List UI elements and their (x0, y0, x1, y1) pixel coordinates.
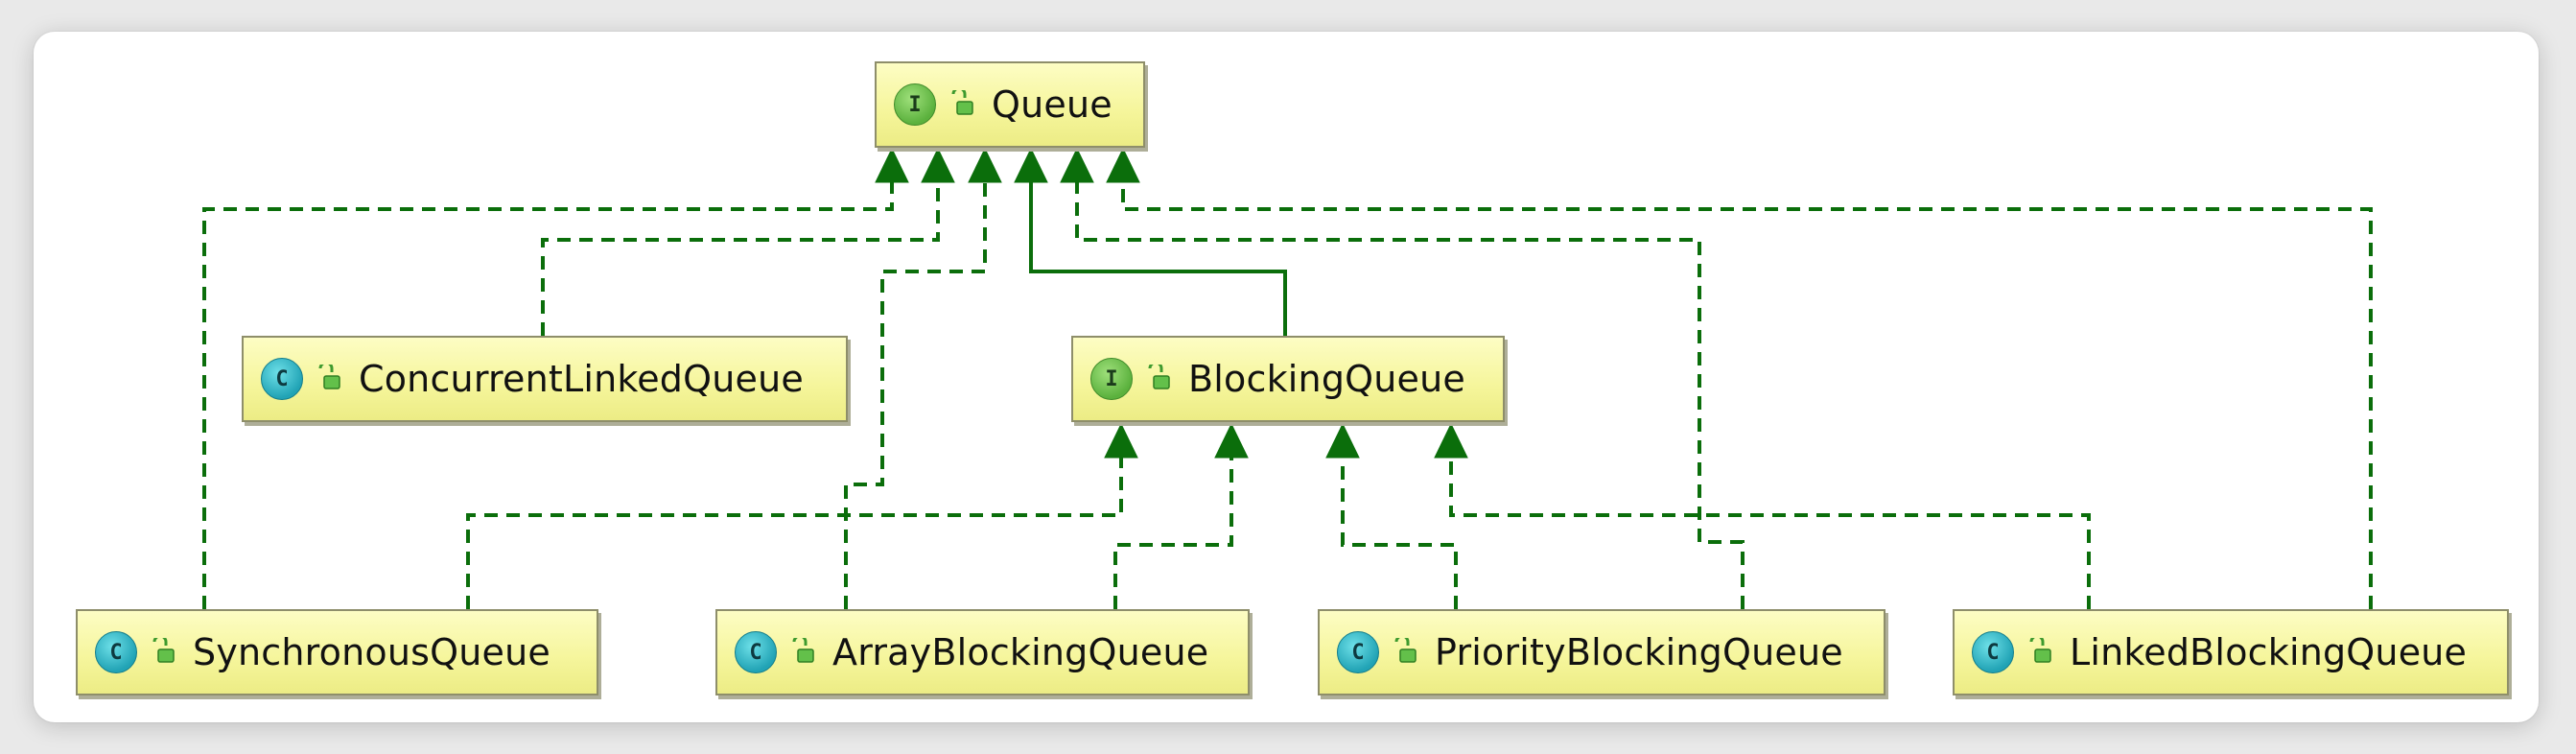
node-label: ArrayBlockingQueue (832, 631, 1209, 673)
unlocked-lock-icon (152, 638, 175, 663)
class-badge-icon: C (95, 631, 137, 673)
unlocked-lock-icon (951, 90, 973, 115)
node-linked-blocking-queue[interactable]: C LinkedBlockingQueue (1953, 609, 2509, 695)
arrowhead-blockingqueue-4 (1434, 422, 1468, 459)
arrowhead-blockingqueue-3 (1325, 422, 1360, 459)
arrowhead-queue-6 (1106, 147, 1140, 183)
class-badge-icon: C (261, 358, 303, 400)
arrowhead-blockingqueue-1 (1104, 422, 1138, 459)
node-label: Queue (992, 83, 1112, 126)
unlocked-lock-icon (1394, 638, 1417, 663)
unlocked-lock-icon (2029, 638, 2051, 663)
node-label: ConcurrentLinkedQueue (359, 358, 804, 400)
class-badge-icon: C (1972, 631, 2014, 673)
node-queue[interactable]: I Queue (875, 61, 1145, 148)
node-label: LinkedBlockingQueue (2070, 631, 2468, 673)
edge-priorityblockingqueue-queue (1075, 177, 1745, 609)
node-label: BlockingQueue (1188, 358, 1465, 400)
node-synchronous-queue[interactable]: C SynchronousQueue (76, 609, 598, 695)
edge-synchronousqueue-queue (202, 177, 894, 609)
edge-priorityblockingqueue-blockingqueue (1341, 453, 1458, 609)
edge-arrayblockingqueue-blockingqueue (1113, 453, 1233, 609)
class-badge-icon: C (1337, 631, 1379, 673)
unlocked-lock-icon (1148, 365, 1170, 389)
arrowhead-queue-2 (921, 147, 955, 183)
edge-linkedblockingqueue-queue (1121, 177, 2373, 609)
class-badge-icon: C (735, 631, 777, 673)
arrowhead-queue-1 (875, 147, 909, 183)
node-label: SynchronousQueue (193, 631, 550, 673)
edge-arrayblockingqueue-queue (844, 177, 987, 609)
unlocked-lock-icon (318, 365, 340, 389)
node-label: PriorityBlockingQueue (1435, 631, 1843, 673)
edge-blockingqueue-queue (1029, 177, 1287, 336)
node-blocking-queue[interactable]: I BlockingQueue (1071, 336, 1505, 422)
edge-linkedblockingqueue-blockingqueue (1449, 453, 2091, 609)
arrowhead-queue-4 (1014, 147, 1048, 183)
edge-concurrentlinkedqueue-queue (541, 177, 940, 336)
unlocked-lock-icon (792, 638, 814, 663)
node-concurrent-linked-queue[interactable]: C ConcurrentLinkedQueue (242, 336, 848, 422)
arrowhead-queue-3 (968, 147, 1002, 183)
interface-badge-icon: I (1090, 358, 1133, 400)
edge-synchronousqueue-blockingqueue (466, 453, 1123, 609)
arrowhead-queue-5 (1060, 147, 1094, 183)
node-array-blocking-queue[interactable]: C ArrayBlockingQueue (715, 609, 1250, 695)
node-priority-blocking-queue[interactable]: C PriorityBlockingQueue (1318, 609, 1885, 695)
interface-badge-icon: I (894, 83, 936, 126)
arrowhead-blockingqueue-2 (1214, 422, 1249, 459)
